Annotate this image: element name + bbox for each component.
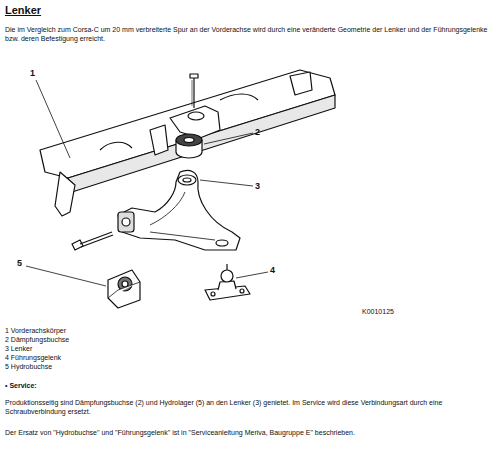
bolt-drawing — [72, 232, 113, 250]
hydro-bushing-drawing — [108, 270, 140, 308]
service-text: Der Ersatz von "Hydrobuchse" und "Führun… — [5, 429, 493, 438]
callout-number: 5 — [17, 258, 22, 269]
legend-item: 5 Hydrobuchse — [5, 363, 52, 372]
legend-item: 3 Lenker — [5, 345, 32, 354]
callout-number: 2 — [255, 127, 260, 138]
ball-joint-drawing — [205, 264, 250, 300]
leader-line — [26, 80, 268, 286]
legend-item: 1 Vorderachskörper — [5, 327, 66, 336]
callout-number: 4 — [270, 265, 275, 276]
service-text: Produktionsseitig sind Dämpfungsbuchse (… — [5, 399, 493, 417]
legend-item: 2 Dämpfungsbuchse — [5, 336, 69, 345]
figure-code: K0010125 — [362, 308, 394, 317]
section-title: Lenker — [5, 4, 41, 18]
section-heading: • Service: — [5, 382, 37, 391]
callout-number: 3 — [255, 181, 260, 192]
intro-text: Die im Vergleich zum Corsa-C um 20 mm ve… — [5, 26, 493, 44]
bolt-drawing — [190, 74, 198, 108]
callout-number: 1 — [30, 68, 35, 79]
damping-bushing-drawing — [176, 134, 202, 158]
legend-item: 4 Führungsgelenk — [5, 354, 61, 363]
